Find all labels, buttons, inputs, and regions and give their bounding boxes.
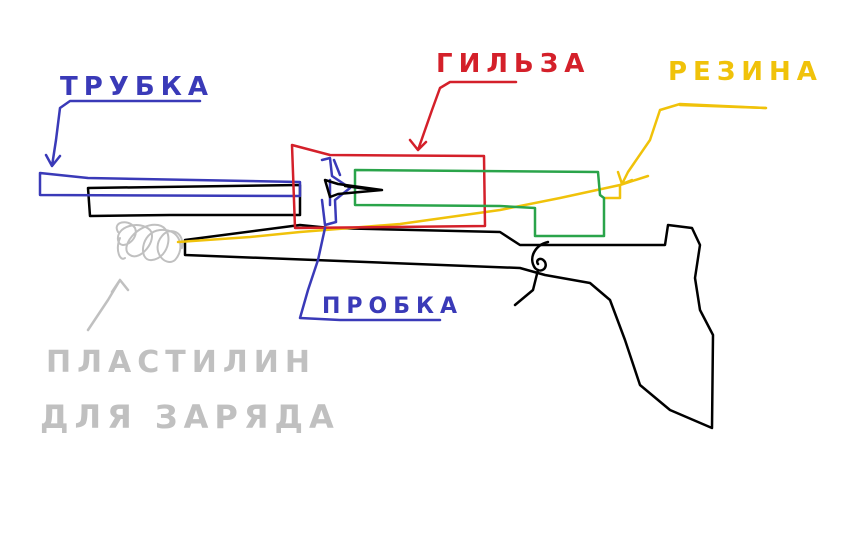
trigger-guard — [513, 240, 550, 307]
tube-outline — [38, 171, 302, 198]
label-plastilin-line1: ПЛАСТИЛИН — [46, 345, 316, 380]
label-trubka: ТРУБКА — [60, 72, 214, 102]
gun-body-outline — [86, 183, 715, 430]
plasticine-charge — [115, 221, 184, 263]
label-plastilin-line2: ДЛЯ ЗАРЯДА — [40, 398, 340, 436]
label-gilza: ГИЛЬЗА — [436, 49, 590, 79]
plastilin-pointer — [86, 278, 130, 332]
label-rezina: РЕЗИНА — [668, 57, 823, 87]
rezina-underline — [678, 103, 768, 110]
gilza-pointer — [408, 80, 518, 152]
striker-pin — [323, 178, 384, 199]
cork-plug — [320, 156, 352, 227]
inner-sleeve-outline — [353, 168, 606, 238]
probka-pointer — [298, 226, 442, 322]
rubber-band — [176, 174, 650, 244]
rezina-pointer — [616, 102, 768, 186]
label-probka: ПРОБКА — [322, 294, 463, 319]
trubka-pointer — [44, 99, 202, 168]
sleeve-outline — [290, 143, 487, 230]
